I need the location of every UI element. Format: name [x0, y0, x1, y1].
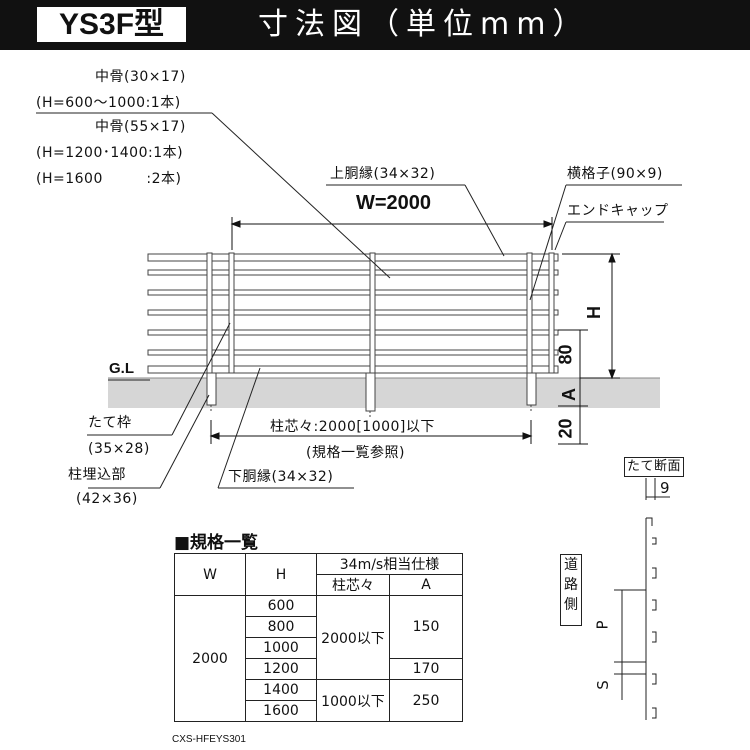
- section-view: [614, 478, 670, 720]
- slat: [147, 309, 559, 316]
- cell-a: 250: [389, 679, 463, 722]
- center-bone-1-label: 中骨(30×17): [95, 69, 186, 85]
- height-dimension: [558, 252, 620, 445]
- cell-a: 150: [389, 595, 463, 659]
- page-title: 寸法図（単位mm）: [258, 7, 590, 42]
- header-group: 34m/s相当仕様: [316, 553, 463, 575]
- right-post: [526, 252, 533, 374]
- dim-a-label: A: [559, 388, 579, 401]
- cell-a: 170: [389, 658, 463, 680]
- bottom-rail-shape: [147, 365, 559, 374]
- end-cap-label: エンドキャップ: [567, 203, 669, 219]
- model-name: YS3F型: [37, 7, 186, 42]
- top-rail-label: 上胴縁(34×32): [330, 166, 436, 182]
- cell-h: 600: [245, 595, 317, 617]
- cell-h: 1400: [245, 679, 317, 701]
- ground-band: [108, 378, 660, 408]
- post-pitch-label: 柱芯々:2000[1000]以下: [270, 419, 435, 435]
- ground-level-label: G.L: [109, 360, 134, 377]
- center-bone-1-note: (H=600～1000:1本): [36, 95, 181, 111]
- top-rail-shape: [147, 253, 559, 262]
- left-post-frame: [228, 252, 235, 374]
- header-a: A: [389, 574, 463, 596]
- post-pitch-note: (規格一覧参照): [306, 445, 405, 461]
- leader-lines: [36, 112, 682, 489]
- dim-80-label: 80: [555, 344, 576, 365]
- center-bone-2-note-a: (H=1200･1400:1本): [36, 145, 184, 161]
- center-post: [369, 252, 376, 374]
- post-size-label: (35×28): [88, 441, 150, 457]
- cell-w: 2000: [174, 595, 246, 722]
- slat: [147, 329, 559, 336]
- width-label: W=2000: [356, 192, 432, 214]
- center-bone-2-label: 中骨(55×17): [95, 119, 186, 135]
- end-cap-shape: [548, 252, 555, 374]
- embed-label: 柱埋込部: [68, 467, 126, 483]
- cell-h: 1600: [245, 700, 317, 722]
- post-label: たて枠: [88, 415, 132, 431]
- cell-pitch: 2000以下: [316, 595, 390, 680]
- section-title: たて断面: [624, 457, 685, 477]
- horizontal-slat-label: 横格子(90×9): [567, 166, 663, 182]
- embed-left: [206, 372, 217, 406]
- slat: [147, 289, 559, 296]
- post-pitch-dimension: [209, 420, 533, 444]
- spec-table: W H 34m/s相当仕様 柱芯々 A 2000 600 2000以下 150 …: [174, 553, 463, 722]
- header-h: H: [245, 553, 317, 596]
- road-side-char-2: 路: [564, 577, 578, 593]
- header-bar: YS3F型 寸法図（単位mm）: [0, 0, 750, 50]
- road-side-char-1: 道: [564, 557, 578, 573]
- embed-center: [365, 372, 376, 412]
- section-dim-9: 9: [660, 479, 670, 497]
- cell-pitch: 1000以下: [316, 679, 390, 722]
- cell-h: 1000: [245, 637, 317, 659]
- bottom-rail-label: 下胴縁(34×32): [228, 469, 334, 485]
- horizontal-slats: [147, 253, 559, 374]
- section-s-label: S: [593, 680, 612, 690]
- width-dimension: [230, 217, 554, 250]
- cell-h: 1200: [245, 658, 317, 680]
- header-w: W: [174, 553, 246, 596]
- left-post: [206, 252, 213, 374]
- embed-right: [526, 372, 537, 406]
- section-p-label: P: [593, 620, 612, 630]
- slat: [147, 269, 559, 276]
- reference-code: CXS-HFEYS301: [172, 734, 246, 745]
- slat: [147, 349, 559, 356]
- dim-20-label: 20: [555, 418, 576, 439]
- road-side-label: 道 路 側: [560, 554, 582, 626]
- spec-table-title: ■規格一覧: [174, 533, 259, 553]
- center-bone-2-note-b: (H=1600 :2本): [36, 171, 182, 187]
- height-label: H: [584, 306, 604, 319]
- header-pitch: 柱芯々: [316, 574, 390, 596]
- road-side-char-3: 側: [564, 597, 578, 613]
- cell-h: 800: [245, 616, 317, 638]
- embed-size-label: (42×36): [76, 491, 138, 507]
